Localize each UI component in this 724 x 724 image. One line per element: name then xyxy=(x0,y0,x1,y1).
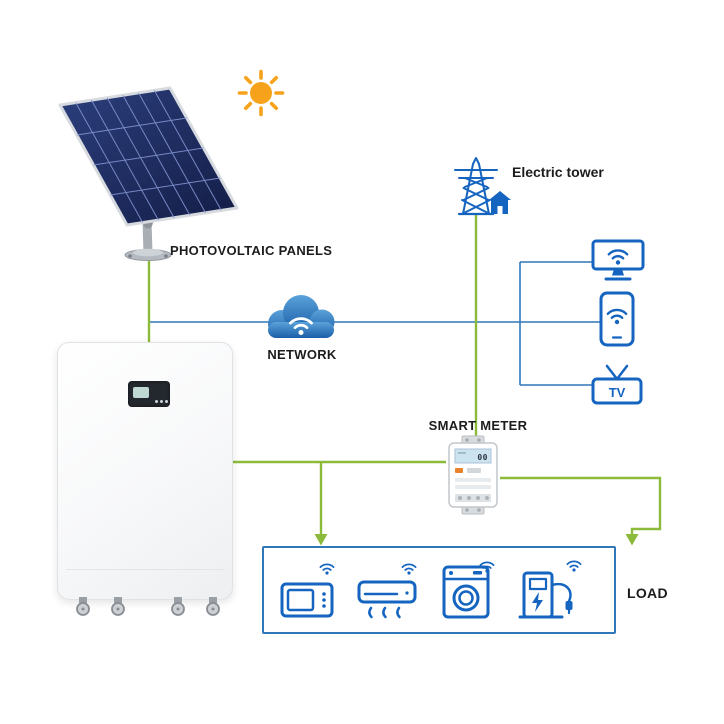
wifi-icon xyxy=(606,308,628,326)
smart-meter-label: SMART METER xyxy=(428,418,528,433)
air-conditioner-icon xyxy=(357,563,417,619)
meter-display-value: 00 xyxy=(477,453,488,462)
ev-charger-icon xyxy=(518,560,582,619)
tv-icon: TV xyxy=(591,364,643,405)
load-box xyxy=(262,546,616,634)
smartphone-wifi-icon xyxy=(599,291,635,347)
network-cloud-icon xyxy=(268,295,335,338)
network-label: NETWORK xyxy=(267,347,337,362)
photovoltaic-label: PHOTOVOLTAIC PANELS xyxy=(170,243,333,258)
microwave-icon xyxy=(280,563,335,618)
panel-cell-grid xyxy=(75,90,222,223)
indicator-dot xyxy=(165,400,168,403)
solar-panel-icon xyxy=(58,86,239,261)
battery-wheels xyxy=(76,597,220,616)
tv-label: TV xyxy=(609,385,626,400)
flow-arrow-down-icon xyxy=(625,534,639,546)
load-label: LOAD xyxy=(627,585,668,601)
smart-meter-icon: 00 xyxy=(448,435,498,515)
washing-machine-icon xyxy=(442,561,495,619)
flow-arrow-down-icon xyxy=(314,534,328,546)
power-lines xyxy=(147,214,662,535)
indicator-dot xyxy=(160,400,163,403)
wifi-icon xyxy=(566,560,582,573)
monitor-wifi-icon xyxy=(591,239,645,281)
wifi-icon xyxy=(401,563,417,576)
sun-icon xyxy=(237,69,285,117)
electric-tower-icon xyxy=(454,157,511,216)
battery-display xyxy=(128,381,170,407)
wifi-icon xyxy=(319,563,335,576)
indicator-dot xyxy=(155,400,158,403)
battery-storage-unit xyxy=(57,342,233,616)
wifi-icon xyxy=(607,249,629,266)
electric-tower-label: Electric tower xyxy=(512,164,604,180)
battery-screen xyxy=(133,387,149,398)
